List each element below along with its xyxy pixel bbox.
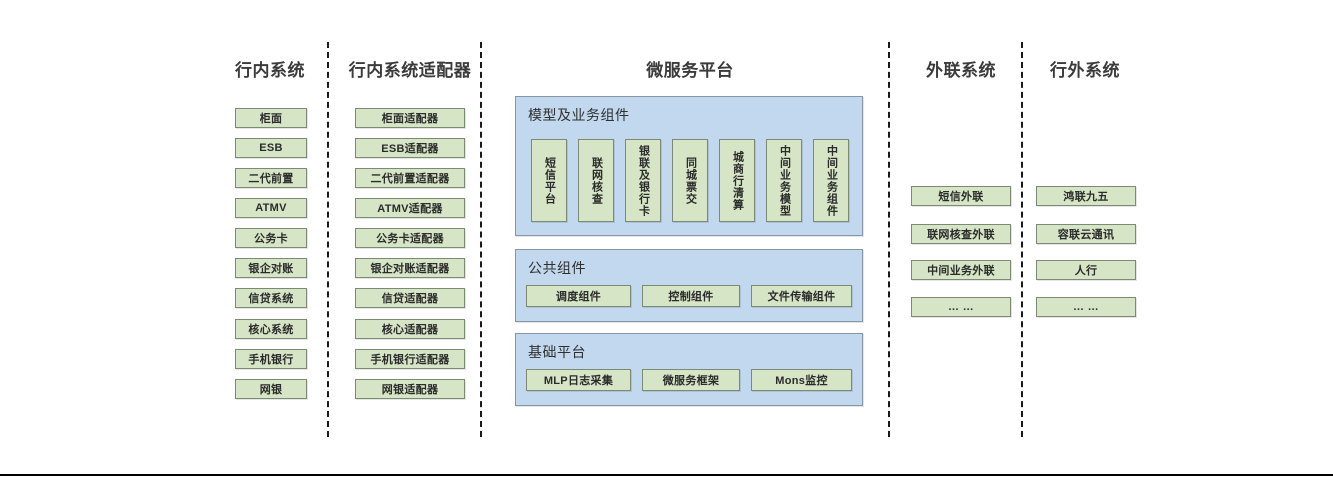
list-item[interactable]: 网银 [235,379,307,399]
panel-title-base-platform: 基础平台 [528,344,586,360]
component-box[interactable]: 银联及银行卡 [625,139,661,222]
list-item[interactable]: 手机银行 [235,349,307,369]
divider-4 [1021,42,1023,437]
list-item[interactable]: 联网核查外联 [911,224,1011,244]
list-item[interactable]: 银企对账适配器 [355,258,465,278]
list-item[interactable]: 容联云通讯 [1036,224,1136,244]
column-title-internal-systems: 行内系统 [235,61,305,80]
component-box[interactable]: 控制组件 [642,285,740,307]
component-box[interactable]: 同城票交 [672,139,708,222]
list-item[interactable]: 核心系统 [235,319,307,339]
list-item[interactable]: ATMV适配器 [355,198,465,218]
divider-1 [327,42,329,437]
list-item[interactable]: … … [1036,297,1136,317]
panel-title-model-and-business-components: 模型及业务组件 [528,107,630,123]
component-box[interactable]: 文件传输组件 [751,285,852,307]
list-item[interactable]: … … [911,297,1011,317]
list-item[interactable]: 二代前置适配器 [355,168,465,188]
column-title-external-link-systems: 外联系统 [926,61,996,80]
list-item[interactable]: 短信外联 [911,186,1011,206]
list-item[interactable]: 柜面 [235,108,307,128]
bottom-rule [0,474,1333,476]
list-item[interactable]: 公务卡适配器 [355,228,465,248]
component-box[interactable]: 中间业务组件 [813,139,849,222]
list-item[interactable]: 网银适配器 [355,379,465,399]
panel-title-public-components: 公共组件 [528,260,586,276]
divider-2 [480,42,482,437]
list-item[interactable]: 人行 [1036,260,1136,280]
component-box[interactable]: 联网核查 [578,139,614,222]
component-box[interactable]: 中间业务模型 [766,139,802,222]
component-box[interactable]: 城商行清算 [719,139,755,222]
component-box[interactable]: MLP日志采集 [526,369,631,391]
list-item[interactable]: 鸿联九五 [1036,186,1136,206]
column-title-internal-system-adapters: 行内系统适配器 [348,61,472,80]
list-item[interactable]: 核心适配器 [355,319,465,339]
list-item[interactable]: 手机银行适配器 [355,349,465,369]
list-item[interactable]: 二代前置 [235,168,307,188]
list-item[interactable]: 银企对账 [235,258,307,278]
component-box[interactable]: 微服务框架 [642,369,740,391]
column-title-outside-bank-systems: 行外系统 [1050,61,1120,80]
list-item[interactable]: 信贷适配器 [355,288,465,308]
component-box[interactable]: 调度组件 [526,285,631,307]
column-title-microservice-platform: 微服务平台 [646,61,734,80]
list-item[interactable]: 中间业务外联 [911,260,1011,280]
divider-3 [888,42,890,437]
list-item[interactable]: 柜面适配器 [355,108,465,128]
list-item[interactable]: ESB [235,138,307,158]
list-item[interactable]: 信贷系统 [235,288,307,308]
component-box[interactable]: Mons监控 [751,369,852,391]
list-item[interactable]: ESB适配器 [355,138,465,158]
component-box[interactable]: 短信平台 [531,139,567,222]
list-item[interactable]: ATMV [235,198,307,218]
list-item[interactable]: 公务卡 [235,228,307,248]
